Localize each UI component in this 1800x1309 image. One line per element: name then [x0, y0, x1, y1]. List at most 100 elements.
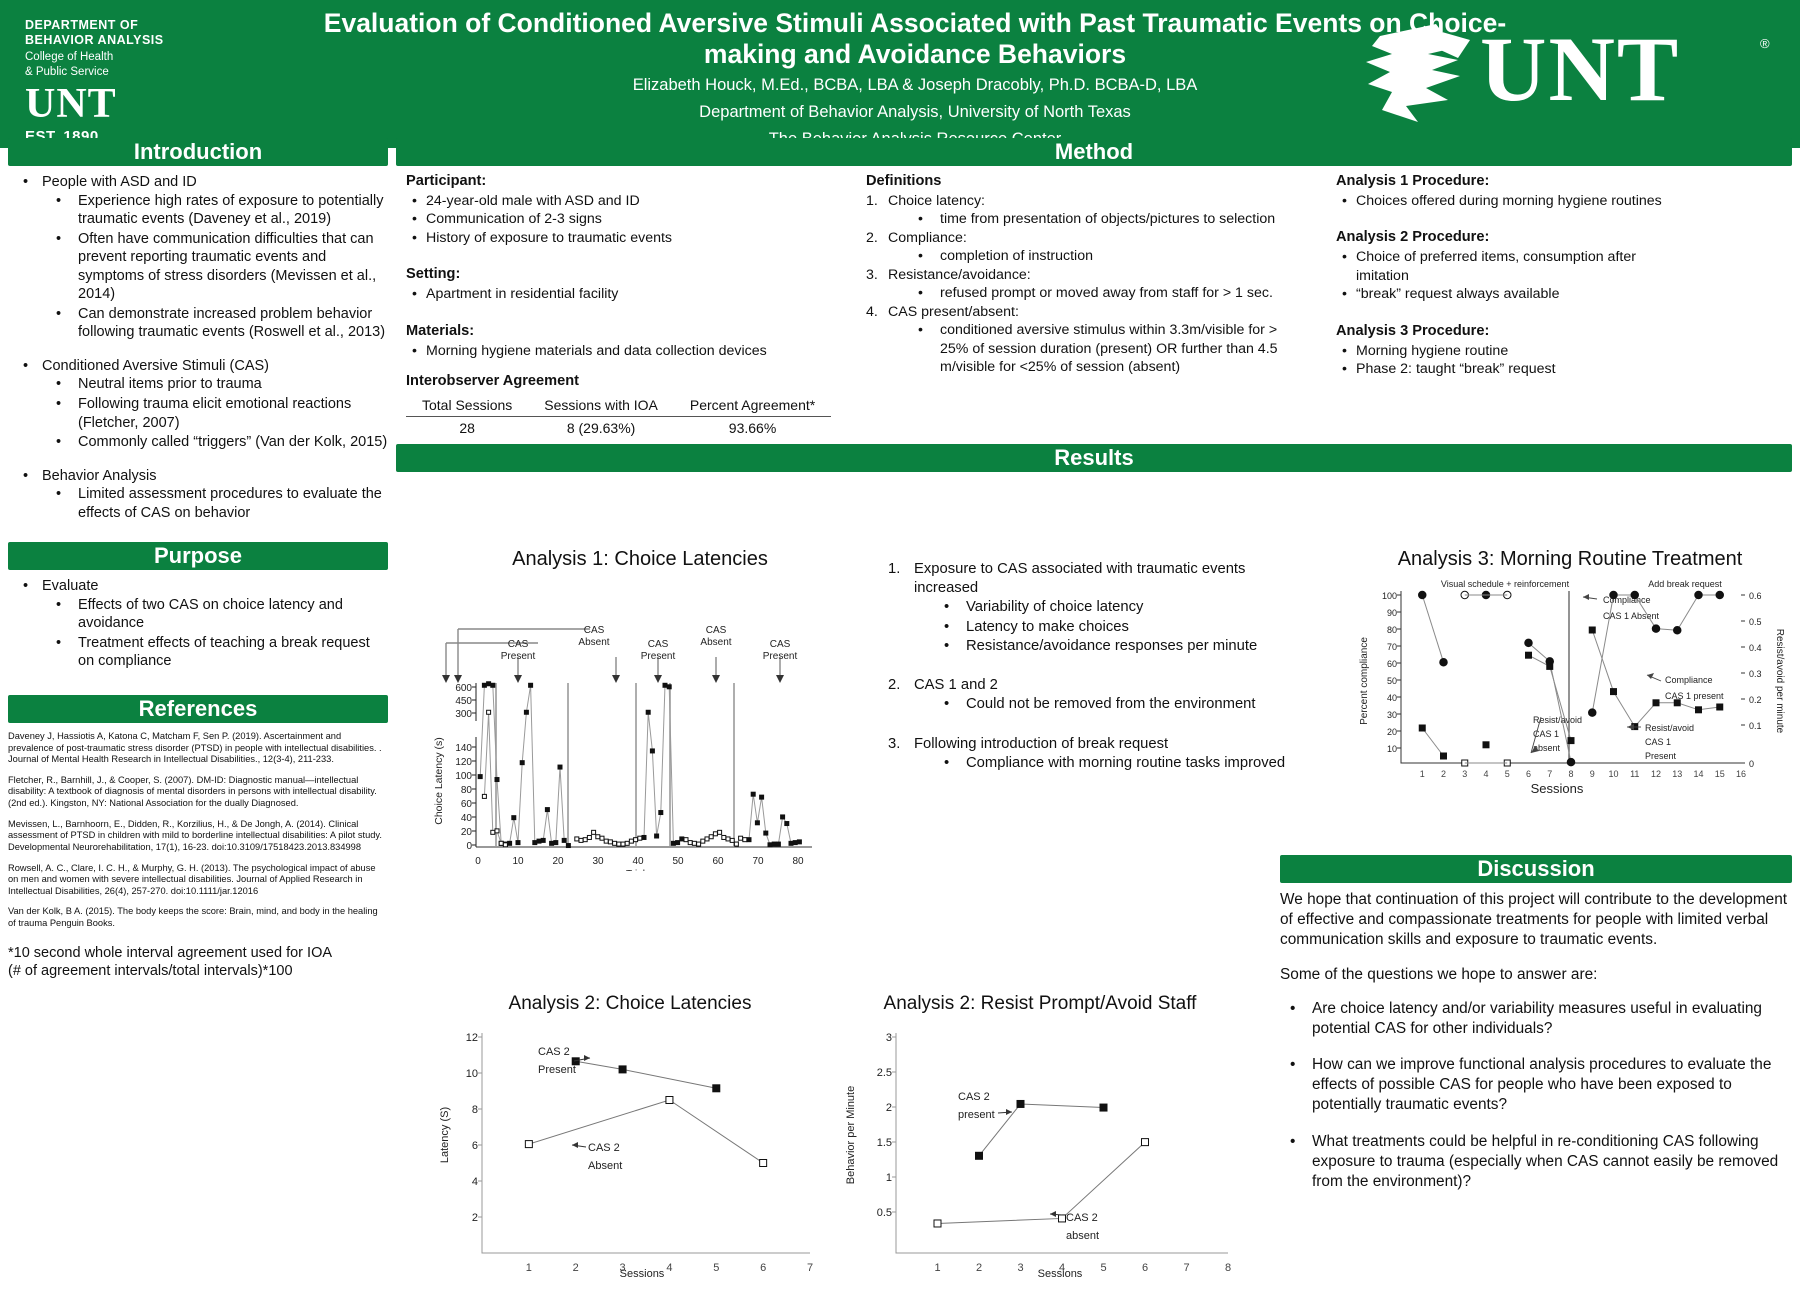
svg-text:20: 20 — [1387, 727, 1397, 737]
procedure-item-label: Phase 2: taught “break” request — [1356, 361, 1556, 378]
definition-subitems: •conditioned aversive stimulus within 3.… — [888, 321, 1286, 376]
chart-analysis2-resist-title: Analysis 2: Resist Prompt/Avoid Staff — [883, 993, 1197, 1014]
materials-heading: Materials: — [406, 322, 475, 339]
svg-text:1.5: 1.5 — [877, 1137, 892, 1149]
svg-text:6: 6 — [1142, 1262, 1148, 1274]
svg-text:4: 4 — [1059, 1262, 1065, 1274]
result-subitem-label: Latency to make choices — [966, 618, 1129, 635]
svg-text:11: 11 — [1630, 769, 1639, 779]
procedure-item-label: Morning hygiene routine — [1356, 342, 1509, 359]
svg-text:16: 16 — [1736, 769, 1746, 779]
definitions-list: 1.Choice latency:•time from presentation… — [866, 192, 1286, 377]
svg-text:0: 0 — [1749, 759, 1754, 769]
bullet-glyph: • — [1342, 286, 1347, 303]
svg-text:8: 8 — [1568, 769, 1573, 779]
svg-text:3: 3 — [1017, 1262, 1023, 1274]
svg-text:CAS 2: CAS 2 — [588, 1142, 620, 1154]
svg-text:Resist/avoid: Resist/avoid — [1533, 715, 1582, 725]
svg-text:7: 7 — [1547, 769, 1552, 779]
introduction-item: •People with ASD and ID•Experience high … — [8, 173, 388, 342]
ioa-footnote-line-1: *10 second whole interval agreement used… — [8, 944, 333, 961]
bullet-glyph: • — [56, 434, 62, 451]
bullet-glyph: • — [918, 248, 923, 265]
svg-text:Compliance: Compliance — [1665, 675, 1713, 685]
svg-text:2: 2 — [472, 1212, 478, 1224]
introduction-item-label: Conditioned Aversive Stimuli (CAS) — [42, 357, 269, 374]
bullet-glyph: • — [1342, 361, 1347, 378]
reference-entry: Daveney J, Hassiotis A, Katona C, Matcha… — [8, 731, 382, 765]
bullet-glyph: • — [56, 596, 62, 613]
svg-text:90: 90 — [1387, 608, 1397, 618]
svg-text:0.1: 0.1 — [1749, 721, 1762, 731]
bullet-glyph: • — [412, 342, 417, 359]
introduction-subitem: •Following trauma elicit emotional react… — [42, 395, 388, 432]
introduction-subitem-label: Experience high rates of exposure to pot… — [78, 192, 384, 228]
svg-text:60: 60 — [712, 856, 724, 867]
svg-text:9: 9 — [1590, 769, 1595, 779]
introduction-subitem: •Often have communication difficulties t… — [42, 230, 388, 304]
svg-text:100: 100 — [1382, 591, 1397, 601]
definition-subitem: •conditioned aversive stimulus within 3.… — [888, 321, 1286, 376]
introduction-item: •Conditioned Aversive Stimuli (CAS)•Neut… — [8, 357, 388, 452]
college-line-1: College of Health — [25, 50, 114, 63]
svg-text:10: 10 — [1608, 769, 1618, 779]
svg-text:6: 6 — [760, 1262, 766, 1274]
svg-text:CAS 2: CAS 2 — [538, 1046, 570, 1058]
introduction-subitem-label: Can demonstrate increased problem behavi… — [78, 305, 386, 341]
participant-item-label: Communication of 2-3 signs — [426, 211, 602, 228]
svg-text:10: 10 — [1387, 744, 1397, 754]
svg-text:80: 80 — [792, 856, 804, 867]
introduction-item-label: Behavior Analysis — [42, 467, 157, 484]
svg-text:3: 3 — [620, 1262, 626, 1274]
materials-list: •Morning hygiene materials and data coll… — [406, 342, 856, 360]
ioa-footnote-line-2: (# of agreement intervals/total interval… — [8, 963, 293, 980]
svg-text:4: 4 — [472, 1176, 478, 1188]
ioa-column-header: Total Sessions — [406, 395, 529, 418]
procedure-item-label: Choice of preferred items, consumption a… — [1356, 249, 1636, 284]
definition-number: 4. — [866, 303, 878, 320]
setting-item: •Apartment in residential facility — [406, 285, 856, 303]
introduction-subitems: •Limited assessment procedures to evalua… — [42, 485, 388, 522]
svg-text:absent: absent — [1533, 743, 1561, 753]
results-ordered-list: 1.Exposure to CAS associated with trauma… — [888, 560, 1288, 773]
definition-subitem-label: conditioned aversive stimulus within 3.3… — [940, 322, 1278, 376]
definition-subitem-label: completion of instruction — [940, 248, 1093, 265]
bullet-glyph: • — [918, 211, 923, 228]
bullet-glyph: • — [56, 305, 62, 322]
svg-text:450: 450 — [455, 696, 472, 707]
purpose-item-label: Evaluate — [42, 578, 99, 595]
discussion-question: •Are choice latency and/or variability m… — [1280, 999, 1790, 1039]
definition-subitems: •refused prompt or moved away from staff… — [888, 284, 1286, 302]
bullet-glyph: • — [412, 229, 417, 246]
page-title: Evaluation of Conditioned Aversive Stimu… — [323, 8, 1507, 69]
bullet-glyph: • — [1342, 342, 1347, 359]
bullet-glyph: • — [56, 486, 62, 503]
chart-analysis2-latency: Analysis 2: Choice Latencies 12 10 8 6 4… — [430, 993, 830, 1285]
result-number: 3. — [888, 735, 901, 752]
bullet-glyph: • — [1290, 999, 1296, 1017]
introduction-subitem-label: Often have communication difficulties th… — [78, 230, 377, 303]
purpose-subitem: •Effects of two CAS on choice latency an… — [42, 596, 388, 633]
purpose-item: •Evaluate•Effects of two CAS on choice l… — [8, 577, 388, 671]
svg-text:12: 12 — [1651, 769, 1661, 779]
unt-department-lockup: DEPARTMENT OF BEHAVIOR ANALYSIS College … — [25, 18, 164, 145]
definitions-heading: Definitions — [866, 173, 942, 189]
section-heading-method: Method — [396, 138, 1792, 166]
svg-text:80: 80 — [1387, 625, 1397, 635]
svg-text:13: 13 — [1672, 769, 1682, 779]
bullet-glyph: • — [23, 357, 29, 374]
svg-text:absent: absent — [1066, 1230, 1099, 1242]
bullet-glyph: • — [56, 396, 62, 413]
setting-heading: Setting: — [406, 266, 461, 283]
chart-analysis1-title: Analysis 1: Choice Latencies — [512, 548, 768, 570]
discussion-body: We hope that continuation of this projec… — [1280, 890, 1790, 1208]
procedure-item: •Choices offered during morning hygiene … — [1336, 192, 1666, 210]
left-column: Introduction •People with ASD and ID•Exp… — [8, 138, 388, 981]
svg-text:20: 20 — [461, 827, 473, 838]
definition-term: Compliance: — [888, 229, 967, 246]
svg-text:present: present — [958, 1109, 995, 1121]
bullet-glyph: • — [1342, 249, 1347, 266]
svg-text:2: 2 — [573, 1262, 579, 1274]
results-summary-list: 1.Exposure to CAS associated with trauma… — [888, 560, 1288, 775]
